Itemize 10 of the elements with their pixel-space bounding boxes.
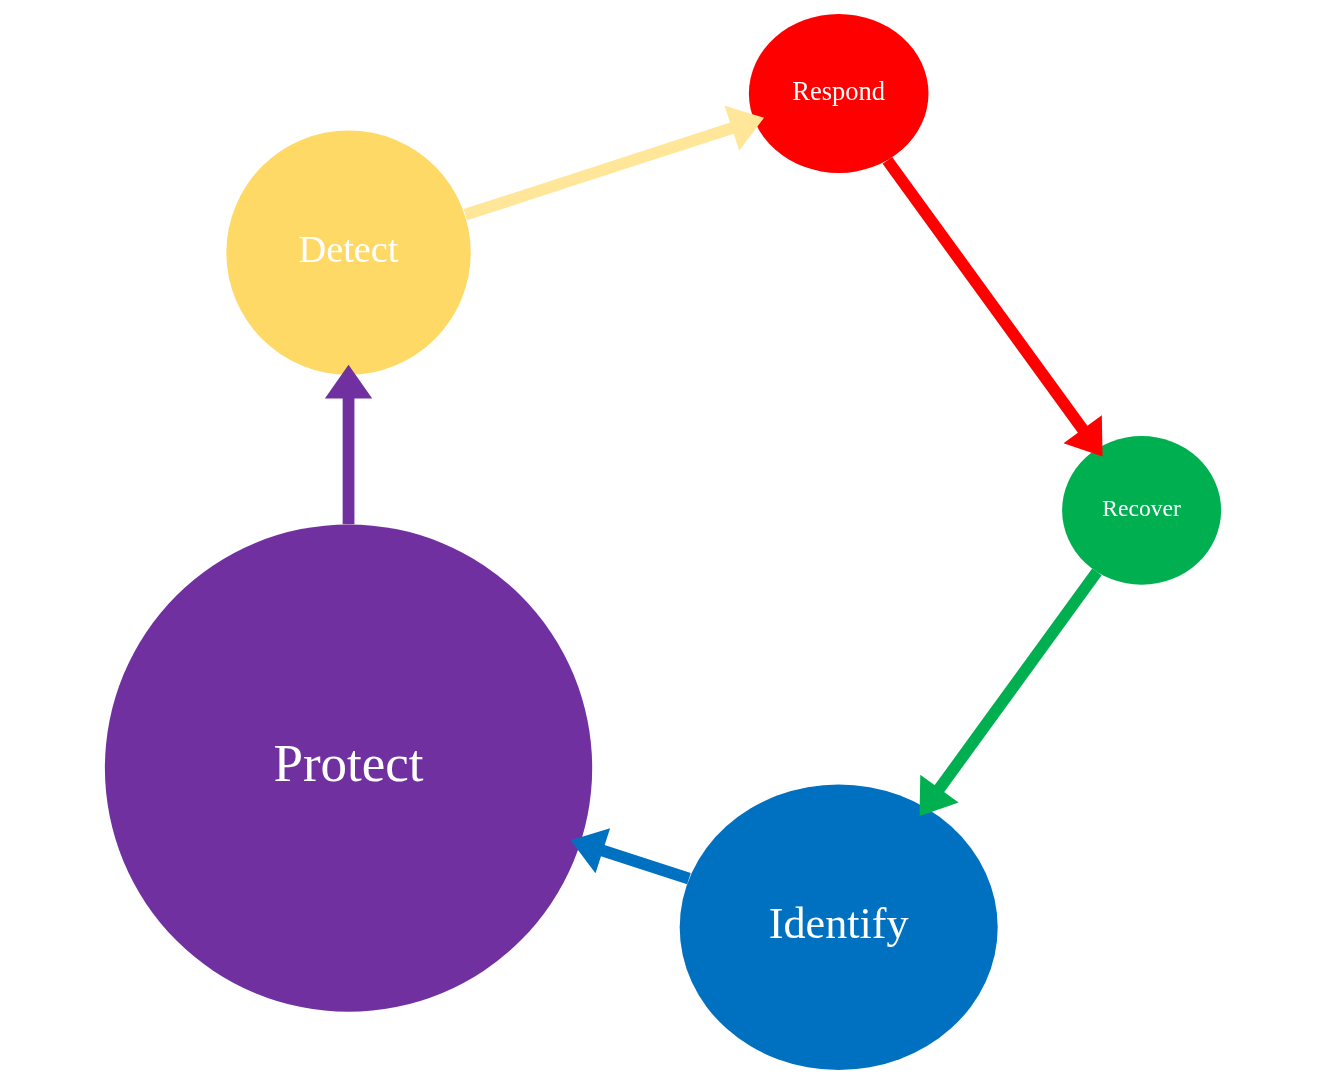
node-ellipse: Identify bbox=[679, 784, 998, 1071]
node-ellipse: Respond bbox=[748, 13, 928, 173]
node-circle: Recover bbox=[1061, 436, 1221, 585]
node-circle: Detect bbox=[225, 130, 471, 375]
arrow bbox=[570, 828, 691, 885]
arrow bbox=[324, 364, 372, 525]
node-circle: Protect bbox=[104, 524, 592, 1012]
arrow bbox=[919, 568, 1102, 816]
arrow bbox=[463, 105, 764, 221]
arrow bbox=[882, 156, 1103, 457]
